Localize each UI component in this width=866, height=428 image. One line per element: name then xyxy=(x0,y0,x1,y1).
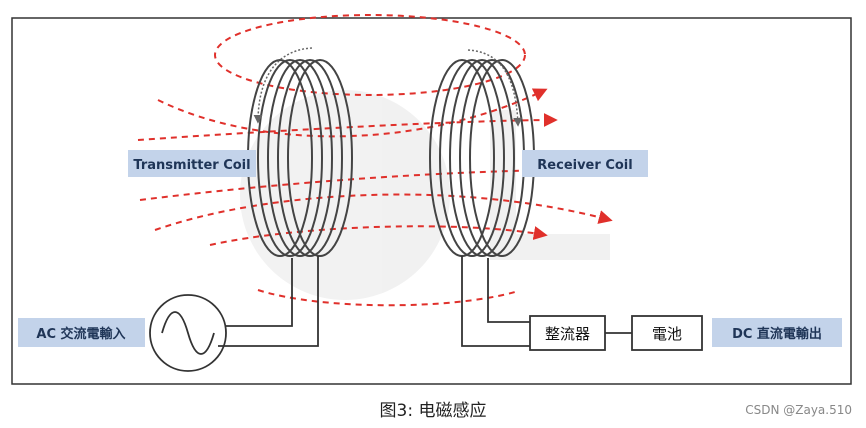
wire-transmitter-1 xyxy=(226,258,293,327)
dc-output-label-bg xyxy=(712,318,842,347)
battery-box xyxy=(631,315,703,351)
figure-caption: 图3: 电磁感应 xyxy=(379,401,487,421)
rectifier-label: 整流器 xyxy=(545,325,590,343)
field-line-6 xyxy=(257,289,516,307)
wires xyxy=(218,256,632,347)
watermark: CSDN @Zaya.510 xyxy=(745,403,852,417)
receiver-label-bg xyxy=(522,150,648,177)
sine-wave-icon xyxy=(161,311,215,355)
dc-output-label: DC 直流電輸出 xyxy=(732,326,822,342)
receiver-current-arrow xyxy=(467,49,523,127)
transmitter-coil-label: Transmitter Coil xyxy=(133,158,250,173)
wire-receiver-2 xyxy=(487,258,530,323)
transmitter-label-bg xyxy=(128,150,256,177)
wire-transmitter-2 xyxy=(218,256,319,347)
ac-input-label-bg xyxy=(18,318,145,347)
transmitter-current-arrow xyxy=(253,47,313,124)
field-line-1 xyxy=(157,88,548,138)
receiver-coil-label: Receiver Coil xyxy=(537,158,632,173)
ac-input-label: AC 交流電輸入 xyxy=(36,326,125,342)
wire-receiver-1 xyxy=(461,256,530,347)
battery-label: 電池 xyxy=(652,325,682,343)
rectifier-box xyxy=(529,315,606,351)
ac-source-symbol xyxy=(149,294,227,372)
field-line-5 xyxy=(209,225,548,246)
field-loop-top xyxy=(214,14,526,96)
